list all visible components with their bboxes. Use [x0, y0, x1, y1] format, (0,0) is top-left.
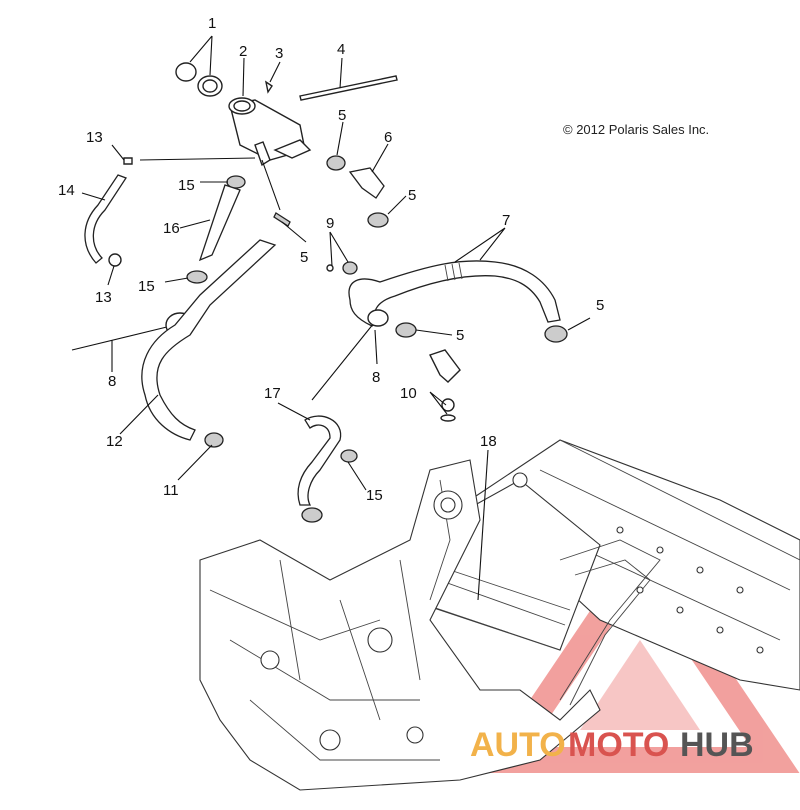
callout-18: 18	[480, 433, 497, 450]
callout-12: 12	[106, 433, 123, 450]
watermark-moto: MOTO	[568, 726, 669, 764]
callout-15-c: 15	[366, 487, 383, 504]
part-11-clamp	[204, 432, 224, 448]
watermark-hub: HUB	[680, 726, 754, 764]
callout-2: 2	[239, 43, 247, 60]
callout-5-e: 5	[300, 249, 308, 266]
part-13-plugs	[108, 157, 133, 267]
copyright-text: © 2012 Polaris Sales Inc.	[563, 122, 709, 137]
callout-1: 1	[208, 15, 216, 32]
part-6-elbow	[348, 167, 385, 199]
callout-7: 7	[502, 212, 510, 229]
part-14-hose	[84, 174, 127, 264]
callout-6: 6	[384, 129, 392, 146]
callout-10: 10	[400, 385, 417, 402]
callout-14: 14	[58, 182, 75, 199]
part-1-cap-gasket	[175, 62, 223, 97]
part-15-clamps	[186, 175, 358, 523]
callout-8-a: 8	[108, 373, 116, 390]
chassis-frame	[199, 439, 800, 791]
callout-5-d: 5	[456, 327, 464, 344]
callout-9: 9	[326, 215, 334, 232]
callout-4: 4	[337, 41, 345, 58]
callout-17: 17	[264, 385, 281, 402]
callout-labels: 1 2 3 4 5 6 5 7 5 5 5 8 8 9 10 11 12 13 …	[58, 15, 604, 504]
callout-13-b: 13	[95, 289, 112, 306]
callout-11: 11	[163, 482, 179, 499]
part-5-clamps	[273, 155, 568, 343]
part-10-sensor	[429, 349, 461, 422]
callout-5-a: 5	[338, 107, 346, 124]
part-16-hose	[198, 184, 241, 262]
callout-3: 3	[275, 45, 283, 62]
callout-13-a: 13	[86, 129, 103, 146]
callout-15-a: 15	[178, 177, 195, 194]
callout-16: 16	[163, 220, 180, 237]
part-9-fitting	[326, 261, 358, 275]
callout-15-b: 15	[138, 278, 155, 295]
leader-lines	[81, 35, 591, 601]
part-12-hose	[141, 239, 277, 441]
part-17-hose	[297, 415, 342, 506]
callout-5-b: 5	[408, 187, 416, 204]
callout-5-c: 5	[596, 297, 604, 314]
part-8-ties	[71, 309, 389, 401]
watermark-auto: AUTO	[470, 726, 566, 764]
watermark-text: AUTO MOTO HUB	[470, 726, 754, 764]
part-4-rod	[299, 75, 398, 101]
part-2-coolant-bottle	[228, 97, 312, 167]
part-3-clip	[264, 80, 273, 94]
callout-8-b: 8	[372, 369, 380, 386]
